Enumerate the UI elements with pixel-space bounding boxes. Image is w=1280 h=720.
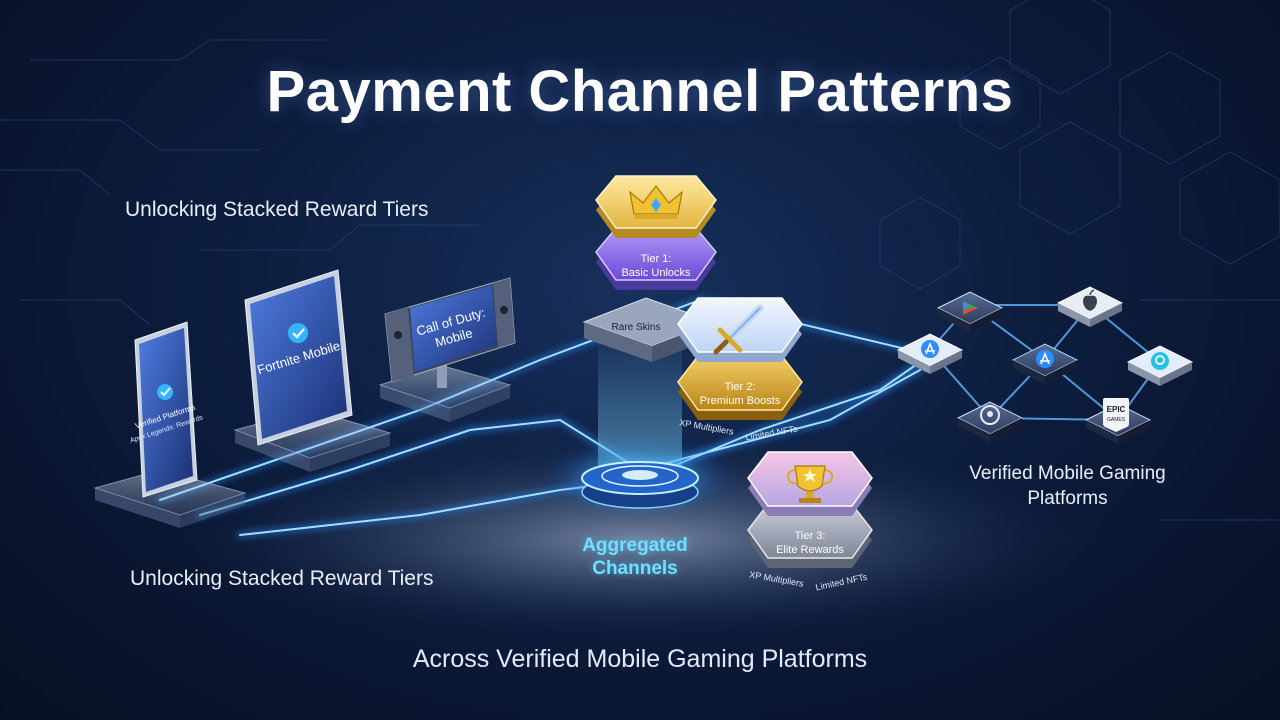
tier-3-desc: Elite Rewards [776, 544, 844, 556]
pay-circle-icon-tile [1126, 345, 1194, 386]
tablet-device [233, 269, 392, 472]
background-decoration [0, 0, 1280, 521]
location-pin-icon-tile [956, 401, 1024, 442]
epic-subtext: GAMES [1107, 417, 1126, 423]
sword-icon [713, 304, 764, 355]
tier-1-desc: Basic Unlocks [621, 267, 691, 279]
label-across-platforms: Across Verified Mobile Gaming Platforms [412, 645, 868, 673]
tier-1-stack [582, 175, 717, 362]
tier-1-name: Tier 1: [641, 253, 672, 265]
apple-icon-tile [1056, 286, 1124, 327]
label-unlocking-bottom: Unlocking Stacked Reward Tiers [130, 567, 434, 590]
app-store-icon-tile [896, 333, 964, 374]
app-store-center-icon-tile [1011, 343, 1079, 384]
tier-1-extra: Rare Skins [612, 322, 661, 333]
platform-network: EPIC GAMES [896, 286, 1194, 444]
google-play-icon-tile [936, 291, 1004, 332]
epic-games-icon-tile: EPIC GAMES [1084, 398, 1152, 444]
tier-2-extra-left: XP Multipliers [679, 417, 735, 436]
label-unlocking-top: Unlocking Stacked Reward Tiers [125, 198, 429, 221]
checkmark-shield-icon [157, 384, 173, 400]
epic-text: EPIC [1107, 405, 1126, 414]
page-title: Payment Channel Patterns [266, 59, 1014, 124]
tier-2-desc: Premium Boosts [700, 395, 781, 407]
tier-2-stack [677, 297, 803, 420]
floor-glow [160, 435, 1120, 645]
tier-3-stack [747, 451, 873, 568]
crown-icon [629, 185, 683, 219]
phone-device [93, 321, 247, 528]
label-verified-platforms: Verified Mobile Gaming Platforms [969, 463, 1166, 509]
trophy-icon [786, 465, 834, 503]
handheld-console [378, 277, 516, 422]
label-aggregated-channels: Aggregated Channels [582, 535, 688, 579]
tier-2-name: Tier 2: [725, 381, 756, 393]
checkmark-shield-icon [288, 323, 308, 343]
tier-3-name: Tier 3: [795, 530, 826, 542]
